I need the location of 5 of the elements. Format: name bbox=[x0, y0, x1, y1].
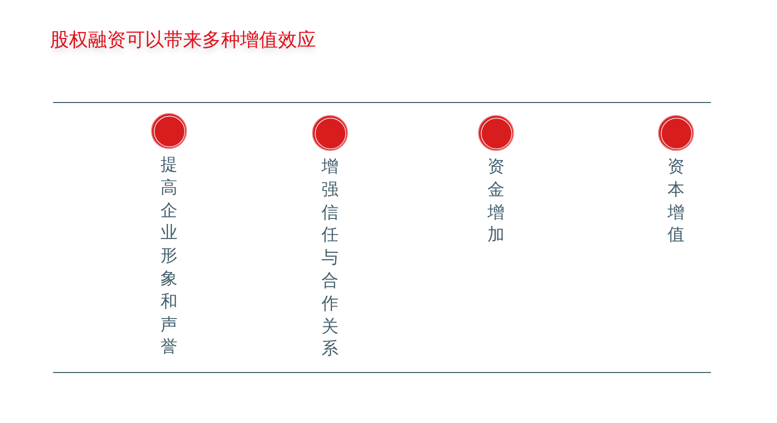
vertical-label: 提高企业形象和声誉 bbox=[160, 154, 178, 360]
vertical-label: 增强信任与合作关系 bbox=[321, 156, 339, 362]
title: 股权融资可以带来多种增值效应 bbox=[50, 28, 316, 53]
vertical-label: 资本增值 bbox=[667, 156, 685, 248]
vertical-label: 资金增加 bbox=[487, 156, 505, 248]
